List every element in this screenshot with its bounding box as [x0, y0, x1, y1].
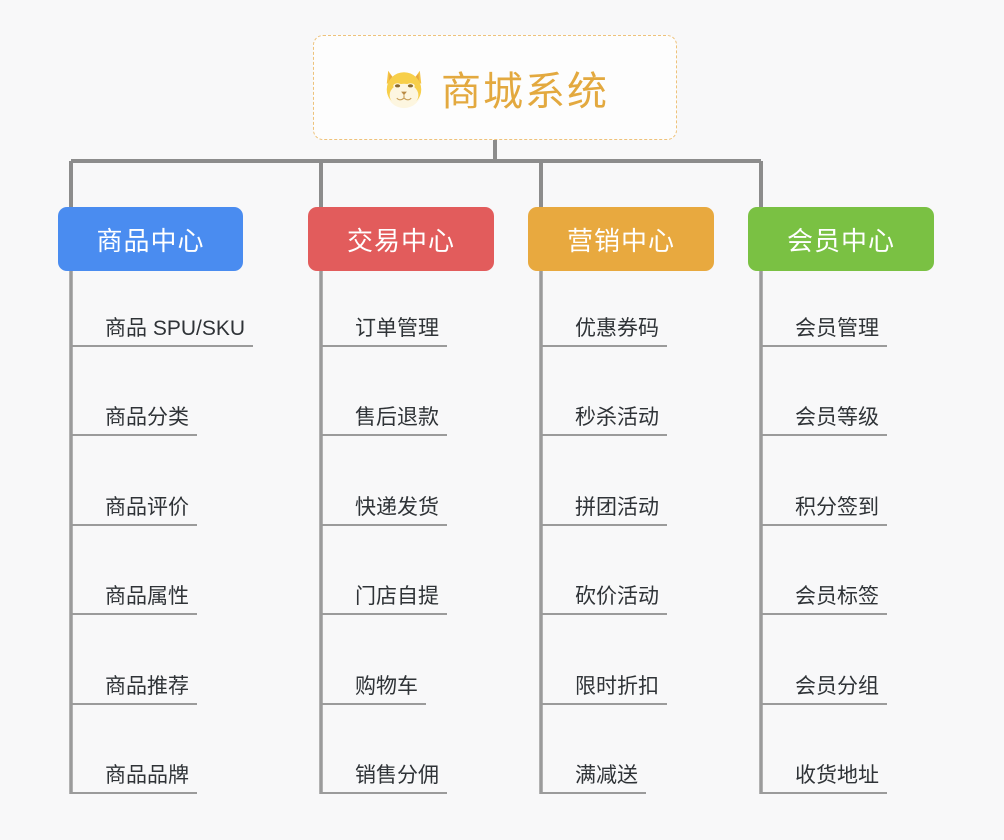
- leaf-item[interactable]: 会员等级: [761, 390, 887, 437]
- leaf-item[interactable]: 商品 SPU/SKU: [71, 301, 254, 347]
- leaf-label: 售后退款: [321, 406, 447, 437]
- leaf-item[interactable]: 限时折扣: [541, 659, 667, 705]
- leaf-item[interactable]: 商品属性: [71, 569, 197, 616]
- leaf-label: 订单管理: [321, 317, 447, 347]
- leaf-item[interactable]: 商品品牌: [71, 748, 197, 794]
- leaf-label: 满减送: [541, 764, 646, 794]
- leaf-item[interactable]: 会员管理: [761, 301, 887, 347]
- leaf-label: 会员等级: [761, 406, 887, 437]
- branch-column: 交易中心订单管理售后退款快递发货门店自提购物车销售分佣: [308, 207, 494, 794]
- leaf-item[interactable]: 砍价活动: [541, 569, 667, 616]
- leaf-item[interactable]: 购物车: [321, 659, 426, 705]
- leaf-label: 商品 SPU/SKU: [71, 317, 254, 347]
- leaf-item[interactable]: 订单管理: [321, 301, 447, 347]
- root-node[interactable]: 商城系统: [313, 35, 677, 140]
- leaf-label: 砍价活动: [541, 585, 667, 616]
- branch-header-3[interactable]: 营销中心: [528, 207, 714, 271]
- leaf-item[interactable]: 售后退款: [321, 390, 447, 437]
- leaf-label: 积分签到: [761, 496, 887, 526]
- branch-header-1[interactable]: 商品中心: [58, 207, 243, 271]
- leaf-label: 会员分组: [761, 675, 887, 705]
- leaf-label: 商品属性: [71, 585, 197, 616]
- leaf-label: 拼团活动: [541, 496, 667, 526]
- leaf-item[interactable]: 销售分佣: [321, 748, 447, 794]
- leaf-label: 快递发货: [321, 496, 447, 526]
- branch-column: 会员中心会员管理会员等级积分签到会员标签会员分组收货地址: [748, 207, 934, 794]
- shiba-dog-icon: [381, 65, 427, 111]
- leaf-label: 商品推荐: [71, 675, 197, 705]
- leaf-label: 收货地址: [761, 764, 887, 794]
- leaf-label: 会员标签: [761, 585, 887, 616]
- leaf-label: 秒杀活动: [541, 406, 667, 437]
- leaf-item[interactable]: 会员分组: [761, 659, 887, 705]
- leaf-item[interactable]: 门店自提: [321, 569, 447, 616]
- leaf-item[interactable]: 收货地址: [761, 748, 887, 794]
- branch-column: 营销中心优惠券码秒杀活动拼团活动砍价活动限时折扣满减送: [528, 207, 714, 794]
- leaf-item[interactable]: 积分签到: [761, 480, 887, 526]
- leaf-label: 销售分佣: [321, 764, 447, 794]
- leaf-item[interactable]: 商品推荐: [71, 659, 197, 705]
- leaf-item[interactable]: 满减送: [541, 748, 646, 794]
- branch-header-2[interactable]: 交易中心: [308, 207, 494, 271]
- branch-column: 商品中心商品 SPU/SKU 商品分类商品评价商品属性商品推荐商品品牌: [58, 207, 254, 794]
- leaf-label: 商品评价: [71, 496, 197, 526]
- leaf-label: 会员管理: [761, 317, 887, 347]
- leaf-label: 门店自提: [321, 585, 447, 616]
- leaf-item[interactable]: 拼团活动: [541, 480, 667, 526]
- leaf-label: 商品分类: [71, 406, 197, 437]
- leaf-label: 限时折扣: [541, 675, 667, 705]
- leaf-item[interactable]: 会员标签: [761, 569, 887, 616]
- leaf-label: 优惠券码: [541, 317, 667, 347]
- leaf-item[interactable]: 商品分类: [71, 390, 197, 437]
- branch-header-4[interactable]: 会员中心: [748, 207, 934, 271]
- root-title: 商城系统: [441, 69, 609, 114]
- leaf-item[interactable]: 优惠券码: [541, 301, 667, 347]
- leaf-item[interactable]: 秒杀活动: [541, 390, 667, 437]
- leaf-label: 购物车: [321, 675, 426, 705]
- leaf-item[interactable]: 商品评价: [71, 480, 197, 526]
- leaf-item[interactable]: 快递发货: [321, 480, 447, 526]
- leaf-label: 商品品牌: [71, 764, 197, 794]
